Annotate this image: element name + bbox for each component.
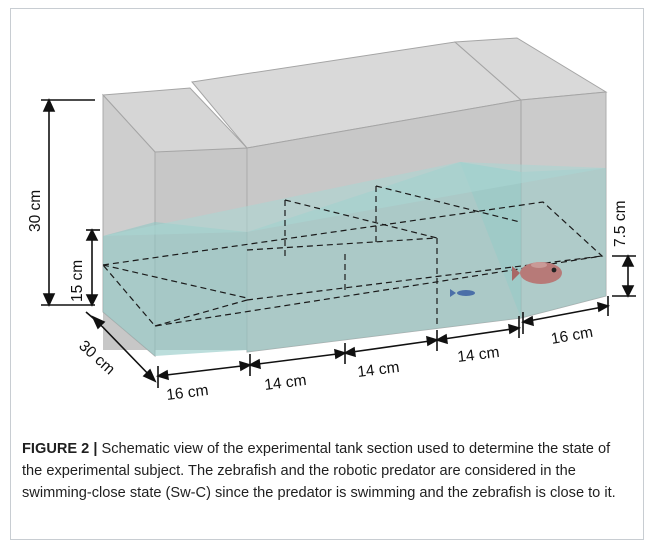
tank-schematic: 30 cm 15 cm 7.5 cm 30 cm 16 cm 14 cm 14 … [27, 37, 636, 404]
figure-caption: FIGURE 2 | Schematic view of the experim… [22, 438, 632, 505]
caption-text: Schematic view of the experimental tank … [22, 441, 616, 502]
label-section-2: 14 cm [356, 359, 400, 381]
label-side-width-right: 16 cm [550, 324, 595, 348]
dashed-zone [102, 185, 604, 327]
left-water [103, 222, 247, 356]
label-section-1: 14 cm [263, 372, 307, 394]
label-tank-height: 30 cm [27, 190, 44, 232]
label-section-3: 14 cm [456, 344, 500, 366]
right-water [460, 162, 606, 318]
label-water-height: 15 cm [69, 260, 86, 302]
dimension-lines [41, 98, 636, 388]
figure-label: FIGURE 2 | [22, 441, 98, 457]
label-side-width: 16 cm [165, 382, 209, 404]
zebrafish-icon [450, 289, 475, 297]
robotic-predator-icon [512, 262, 562, 284]
water-surface [103, 162, 606, 236]
label-zone-height: 7.5 cm [612, 200, 629, 247]
